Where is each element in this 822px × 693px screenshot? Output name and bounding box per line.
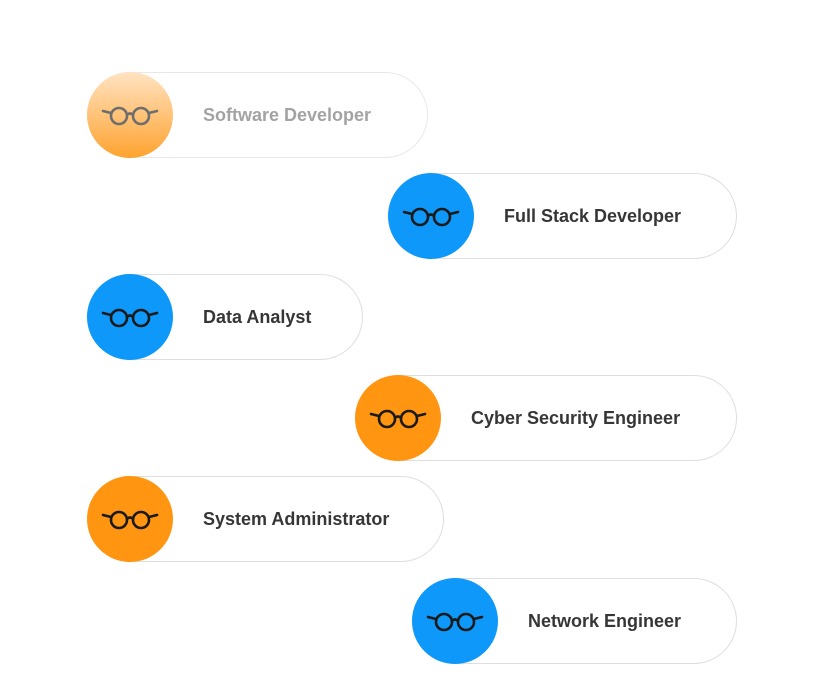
role-label: Software Developer	[203, 105, 372, 125]
role-pill-full-stack-developer[interactable]: Full Stack Developer	[388, 173, 737, 259]
role-label: Full Stack Developer	[504, 206, 682, 226]
role-label: Cyber Security Engineer	[471, 408, 681, 428]
role-badge	[412, 578, 498, 664]
role-label: System Administrator	[203, 509, 390, 529]
role-pill-cyber-security-engineer[interactable]: Cyber Security Engineer	[355, 375, 737, 461]
glasses-icon	[426, 612, 484, 632]
role-badge	[87, 476, 173, 562]
role-badge	[87, 72, 173, 158]
glasses-icon	[101, 106, 159, 126]
role-badge	[355, 375, 441, 461]
role-badge	[87, 274, 173, 360]
role-pill-system-administrator[interactable]: System Administrator	[87, 476, 444, 562]
role-pill-software-developer[interactable]: Software Developer	[87, 72, 428, 158]
role-label: Data Analyst	[203, 307, 312, 327]
glasses-icon	[402, 207, 460, 227]
role-pill-network-engineer[interactable]: Network Engineer	[412, 578, 737, 664]
role-pill-data-analyst[interactable]: Data Analyst	[87, 274, 363, 360]
glasses-icon	[101, 510, 159, 530]
role-label: Network Engineer	[528, 611, 682, 631]
role-badge	[388, 173, 474, 259]
glasses-icon	[369, 409, 427, 429]
glasses-icon	[101, 308, 159, 328]
